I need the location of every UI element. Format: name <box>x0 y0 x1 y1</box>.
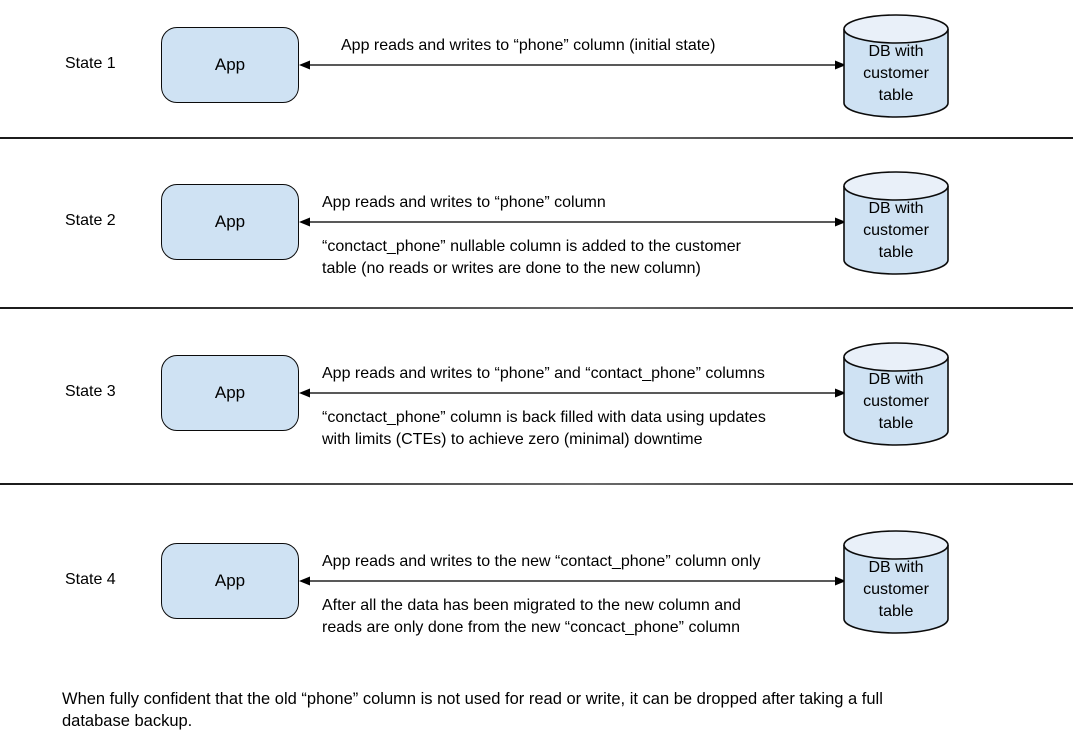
arrow-caption-bottom: After all the data has been migrated to … <box>322 597 741 636</box>
app-node-label: App <box>214 383 246 402</box>
state-row-4: State 4 App App reads and writes to the … <box>0 485 1073 660</box>
state-label: State 2 <box>65 212 116 229</box>
app-node-label: App <box>214 571 246 590</box>
database-node-label: DB with customer table <box>863 559 929 620</box>
app-node-label: App <box>214 212 246 231</box>
arrow-caption-top: App reads and writes to “phone” column (… <box>341 37 716 54</box>
state-row-1: State 1 App App reads and writes to “pho… <box>0 0 1073 138</box>
row-divider <box>0 307 1073 309</box>
state-label: State 4 <box>65 571 116 588</box>
arrow-caption-top: App reads and writes to “phone” and “con… <box>322 365 765 382</box>
state-row-2: State 2 App App reads and writes to “pho… <box>0 139 1073 308</box>
database-node: DB with customer table <box>843 14 949 118</box>
database-node: DB with customer table <box>843 530 949 634</box>
row-divider <box>0 137 1073 139</box>
database-node-label: DB with customer table <box>863 200 929 261</box>
state-label: State 1 <box>65 55 116 72</box>
bidirectional-arrow-icon <box>299 388 846 398</box>
app-node: App <box>161 543 299 619</box>
arrow-caption-bottom: “conctact_phone” column is back filled w… <box>322 409 766 448</box>
database-node-label: DB with customer table <box>863 371 929 432</box>
arrow-caption-top: App reads and writes to the new “contact… <box>322 553 761 570</box>
app-node: App <box>161 27 299 103</box>
bidirectional-arrow-icon <box>299 576 846 586</box>
database-node: DB with customer table <box>843 171 949 275</box>
footer-note: When fully confident that the old “phone… <box>62 690 883 730</box>
app-node-label: App <box>214 55 246 74</box>
cylinder-icon <box>843 14 949 118</box>
database-node: DB with customer table <box>843 342 949 446</box>
arrow-caption-top: App reads and writes to “phone” column <box>322 194 606 211</box>
database-node-label: DB with customer table <box>863 43 929 104</box>
cylinder-icon <box>843 530 949 634</box>
row-divider <box>0 483 1073 485</box>
arrow-caption-bottom: “conctact_phone” nullable column is adde… <box>322 238 741 277</box>
state-label: State 3 <box>65 383 116 400</box>
state-row-3: State 3 App App reads and writes to “pho… <box>0 309 1073 484</box>
app-node: App <box>161 184 299 260</box>
cylinder-icon <box>843 342 949 446</box>
app-node: App <box>161 355 299 431</box>
bidirectional-arrow-icon <box>299 60 846 70</box>
bidirectional-arrow-icon <box>299 217 846 227</box>
cylinder-icon <box>843 171 949 275</box>
